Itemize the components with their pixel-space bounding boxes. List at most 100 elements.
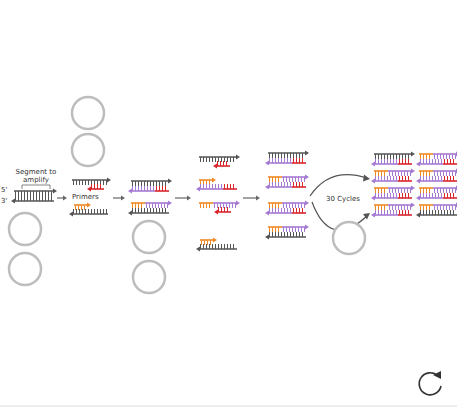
base-tick (381, 210, 382, 215)
base-tick (153, 208, 154, 213)
base-tick (292, 203, 293, 208)
cycle-arrow (310, 175, 367, 196)
base-tick (226, 161, 227, 166)
base-tick (446, 188, 447, 193)
base-tick (275, 182, 276, 187)
base-tick (278, 203, 279, 208)
base-tick (212, 244, 213, 249)
base-tick (444, 210, 445, 215)
base-tick (375, 176, 376, 181)
base-tick (235, 203, 236, 208)
base-tick (33, 196, 34, 201)
base-tick (452, 171, 453, 176)
base-tick (275, 208, 276, 213)
base-tick (209, 157, 210, 162)
base-tick (284, 208, 285, 213)
base-tick (434, 188, 435, 193)
base-tick (447, 193, 448, 198)
strand-backbone (374, 197, 398, 199)
base-tick (159, 181, 160, 186)
base-tick (161, 203, 162, 208)
dna-strand (371, 176, 412, 184)
base-tick (404, 205, 405, 210)
base-tick (272, 153, 273, 158)
base-tick (135, 181, 136, 186)
base-tick (302, 232, 303, 237)
base-tick (441, 176, 442, 181)
base-tick (147, 181, 148, 186)
base-tick (272, 227, 273, 232)
base-tick (393, 154, 394, 159)
base-tick (152, 203, 153, 208)
base-tick (144, 186, 145, 191)
dna-strand (268, 174, 309, 182)
base-tick (447, 176, 448, 181)
base-tick (100, 184, 101, 189)
base-tick (378, 188, 379, 193)
base-tick (393, 210, 394, 215)
dna-strand (416, 159, 457, 167)
base-tick (440, 205, 441, 210)
base-tick (207, 240, 208, 245)
base-tick (440, 154, 441, 159)
base-tick (423, 176, 424, 181)
base-tick (275, 158, 276, 163)
base-tick (408, 193, 409, 198)
flow-arrowhead (121, 196, 125, 201)
base-tick (272, 158, 273, 163)
base-tick (402, 154, 403, 159)
base-tick (156, 186, 157, 191)
base-tick (18, 191, 19, 196)
base-tick (221, 244, 222, 249)
dna-strand (128, 186, 169, 194)
base-tick (429, 188, 430, 193)
base-tick (298, 203, 299, 208)
base-tick (296, 158, 297, 163)
base-tick (420, 210, 421, 215)
base-tick (278, 158, 279, 163)
base-tick (375, 205, 376, 210)
base-tick (45, 191, 46, 196)
base-tick (200, 184, 201, 189)
base-tick (375, 159, 376, 164)
base-tick (30, 196, 31, 201)
base-tick (227, 184, 228, 189)
base-tick (272, 203, 273, 208)
base-tick (455, 171, 456, 176)
base-tick (295, 227, 296, 232)
base-tick (269, 208, 270, 213)
strand-arrowhead (107, 177, 111, 182)
strand-arrowhead (416, 212, 420, 217)
flow-arrowhead (256, 196, 260, 201)
dna-strand (268, 150, 309, 158)
base-tick (218, 244, 219, 249)
base-tick (217, 161, 218, 166)
base-tick (287, 158, 288, 163)
base-tick (437, 188, 438, 193)
base-tick (423, 188, 424, 193)
base-tick (138, 203, 139, 208)
base-tick (450, 176, 451, 181)
base-tick (286, 177, 287, 182)
base-tick (286, 227, 287, 232)
base-tick (82, 209, 83, 214)
dna-strand (374, 168, 415, 176)
base-tick (165, 208, 166, 213)
base-tick (299, 182, 300, 187)
drop-target-circle (133, 221, 165, 253)
base-tick (21, 196, 22, 201)
strand-arrowhead (168, 200, 172, 205)
base-tick (132, 208, 133, 213)
base-tick (85, 180, 86, 185)
base-tick (452, 205, 453, 210)
base-tick (51, 196, 52, 201)
base-tick (289, 177, 290, 182)
dna-strand (214, 207, 231, 215)
base-tick (410, 171, 411, 176)
dna-strand (196, 244, 237, 252)
base-tick (426, 205, 427, 210)
drop-target-circle (9, 253, 41, 285)
base-tick (94, 209, 95, 214)
strand-backbone (374, 180, 398, 182)
strand-backbone (72, 179, 108, 181)
